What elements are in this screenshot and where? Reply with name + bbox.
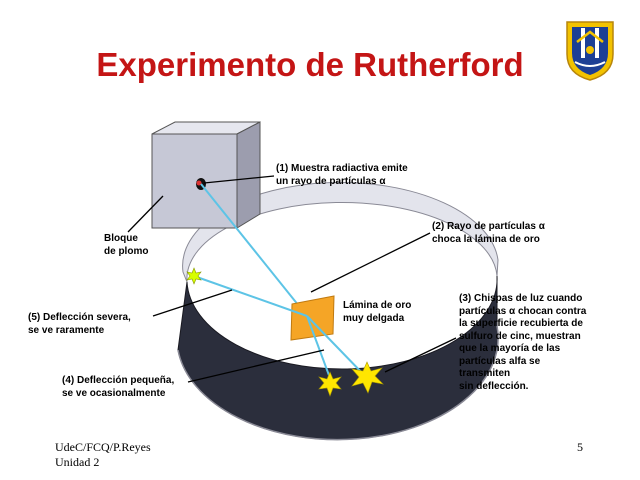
- label-small-deflection: (4) Deflección pequeña,se ve ocasionalme…: [62, 375, 175, 399]
- spark-small-deflection: [318, 371, 342, 397]
- callout-line-ray: [310, 232, 431, 293]
- radioactive-sample: [196, 180, 202, 186]
- transmitted-ray: [306, 315, 368, 379]
- severe-deflection-ray: [193, 275, 308, 317]
- small-deflection-ray: [306, 315, 331, 379]
- screen-ring-edge: [177, 325, 499, 441]
- slide-title: Experimento de Rutherford: [96, 46, 524, 83]
- callout-line-sparks: [384, 337, 457, 373]
- callout-line-source: [203, 175, 275, 184]
- university-crest-logo: [566, 21, 614, 81]
- callout-line-small: [187, 349, 325, 383]
- spark-severe-deflection: [186, 267, 202, 285]
- lead-block: [151, 121, 261, 229]
- spark-transmitted: [351, 361, 384, 394]
- alpha-beam: [200, 183, 308, 317]
- gold-foil: [290, 295, 335, 341]
- callout-line-lead-block: [127, 195, 164, 233]
- callout-line-severe: [152, 289, 233, 317]
- page-number: 5: [577, 440, 583, 454]
- label-severe-deflection: (5) Deflección severa,se ve raramente: [28, 312, 131, 336]
- screen-ring-front: [177, 275, 499, 441]
